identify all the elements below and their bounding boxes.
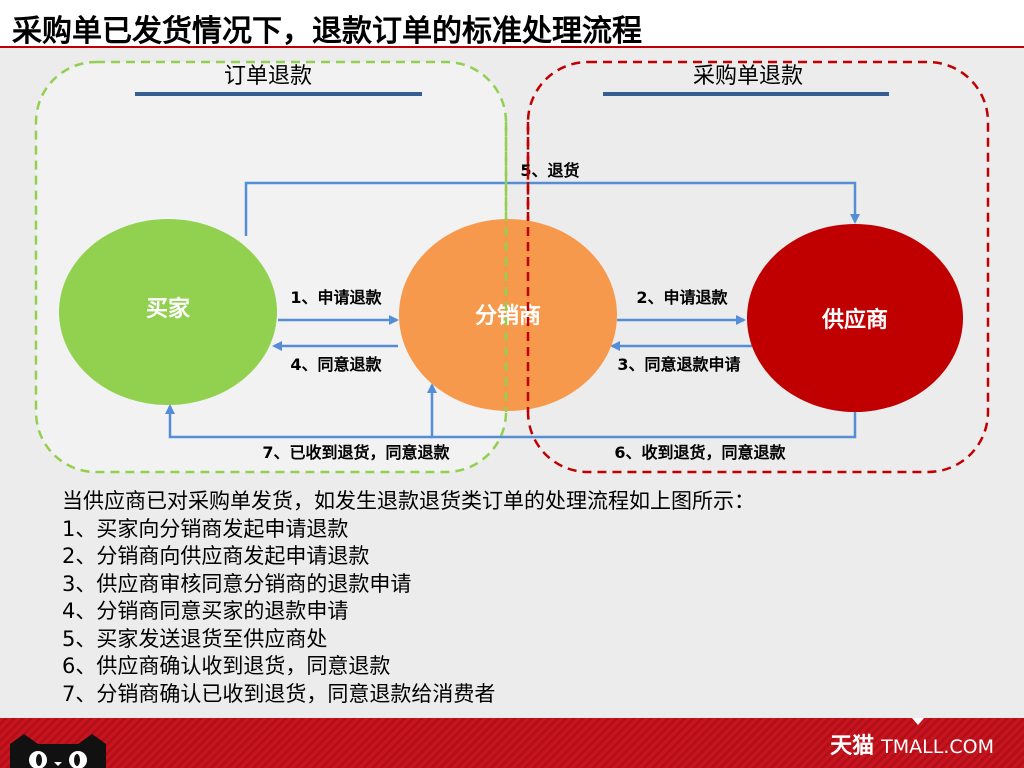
brand-cn: 天猫 — [830, 734, 875, 759]
description-step: 6、供应商确认收到退货，同意退款 — [62, 654, 391, 678]
page-title: 采购单已发货情况下，退款订单的标准处理流程 — [12, 14, 642, 49]
arrow-step6 — [427, 383, 857, 439]
step4-label: 4、同意退款 — [290, 355, 382, 374]
brand-en: TMALL.COM — [881, 736, 994, 758]
footer-bar — [0, 718, 1024, 768]
step1-label: 1、申请退款 — [290, 288, 382, 307]
step2-label: 2、申请退款 — [636, 288, 728, 307]
description-intro: 当供应商已对采购单发货，如发生退款退货类订单的处理流程如上图所示： — [62, 489, 755, 513]
tmall-cat-logo-icon — [10, 734, 106, 768]
supplier-node — [747, 224, 963, 412]
buyer-node — [59, 219, 277, 405]
description-step: 7、分销商确认已收到退货，同意退款给消费者 — [62, 681, 496, 706]
arrow-step5 — [244, 181, 860, 236]
description-step: 3、供应商审核同意分销商的退款申请 — [62, 571, 412, 596]
order-refund-title: 订单退款 — [224, 64, 312, 89]
description-step: 2、分销商向供应商发起申请退款 — [62, 544, 370, 568]
purchase-refund-title: 采购单退款 — [693, 64, 803, 89]
step5-label: 5、退货 — [520, 161, 579, 180]
description-step: 1、买家向分销商发起申请退款 — [62, 516, 349, 541]
supplier-label: 供应商 — [821, 307, 888, 333]
description-step: 4、分销商同意买家的退款申请 — [62, 599, 349, 623]
process-description: 当供应商已对采购单发货，如发生退款退货类订单的处理流程如上图所示： 1、买家向分… — [62, 488, 962, 708]
arrow-step7 — [165, 404, 432, 439]
title-bar: 采购单已发货情况下，退款订单的标准处理流程 — [0, 0, 1024, 49]
distributor-node — [399, 219, 617, 411]
description-step: 5、买家发送退货至供应商处 — [62, 626, 328, 651]
step6-label: 6、收到退货，同意退款 — [614, 443, 786, 462]
buyer-label: 买家 — [146, 296, 191, 322]
distributor-label: 分销商 — [475, 303, 541, 329]
step3-label: 3、同意退款申请 — [617, 355, 740, 374]
step7-label: 7、已收到退货，同意退款 — [262, 443, 450, 462]
brand-notch-icon — [912, 718, 924, 725]
tmall-brand: 天猫 TMALL.COM — [830, 728, 994, 760]
